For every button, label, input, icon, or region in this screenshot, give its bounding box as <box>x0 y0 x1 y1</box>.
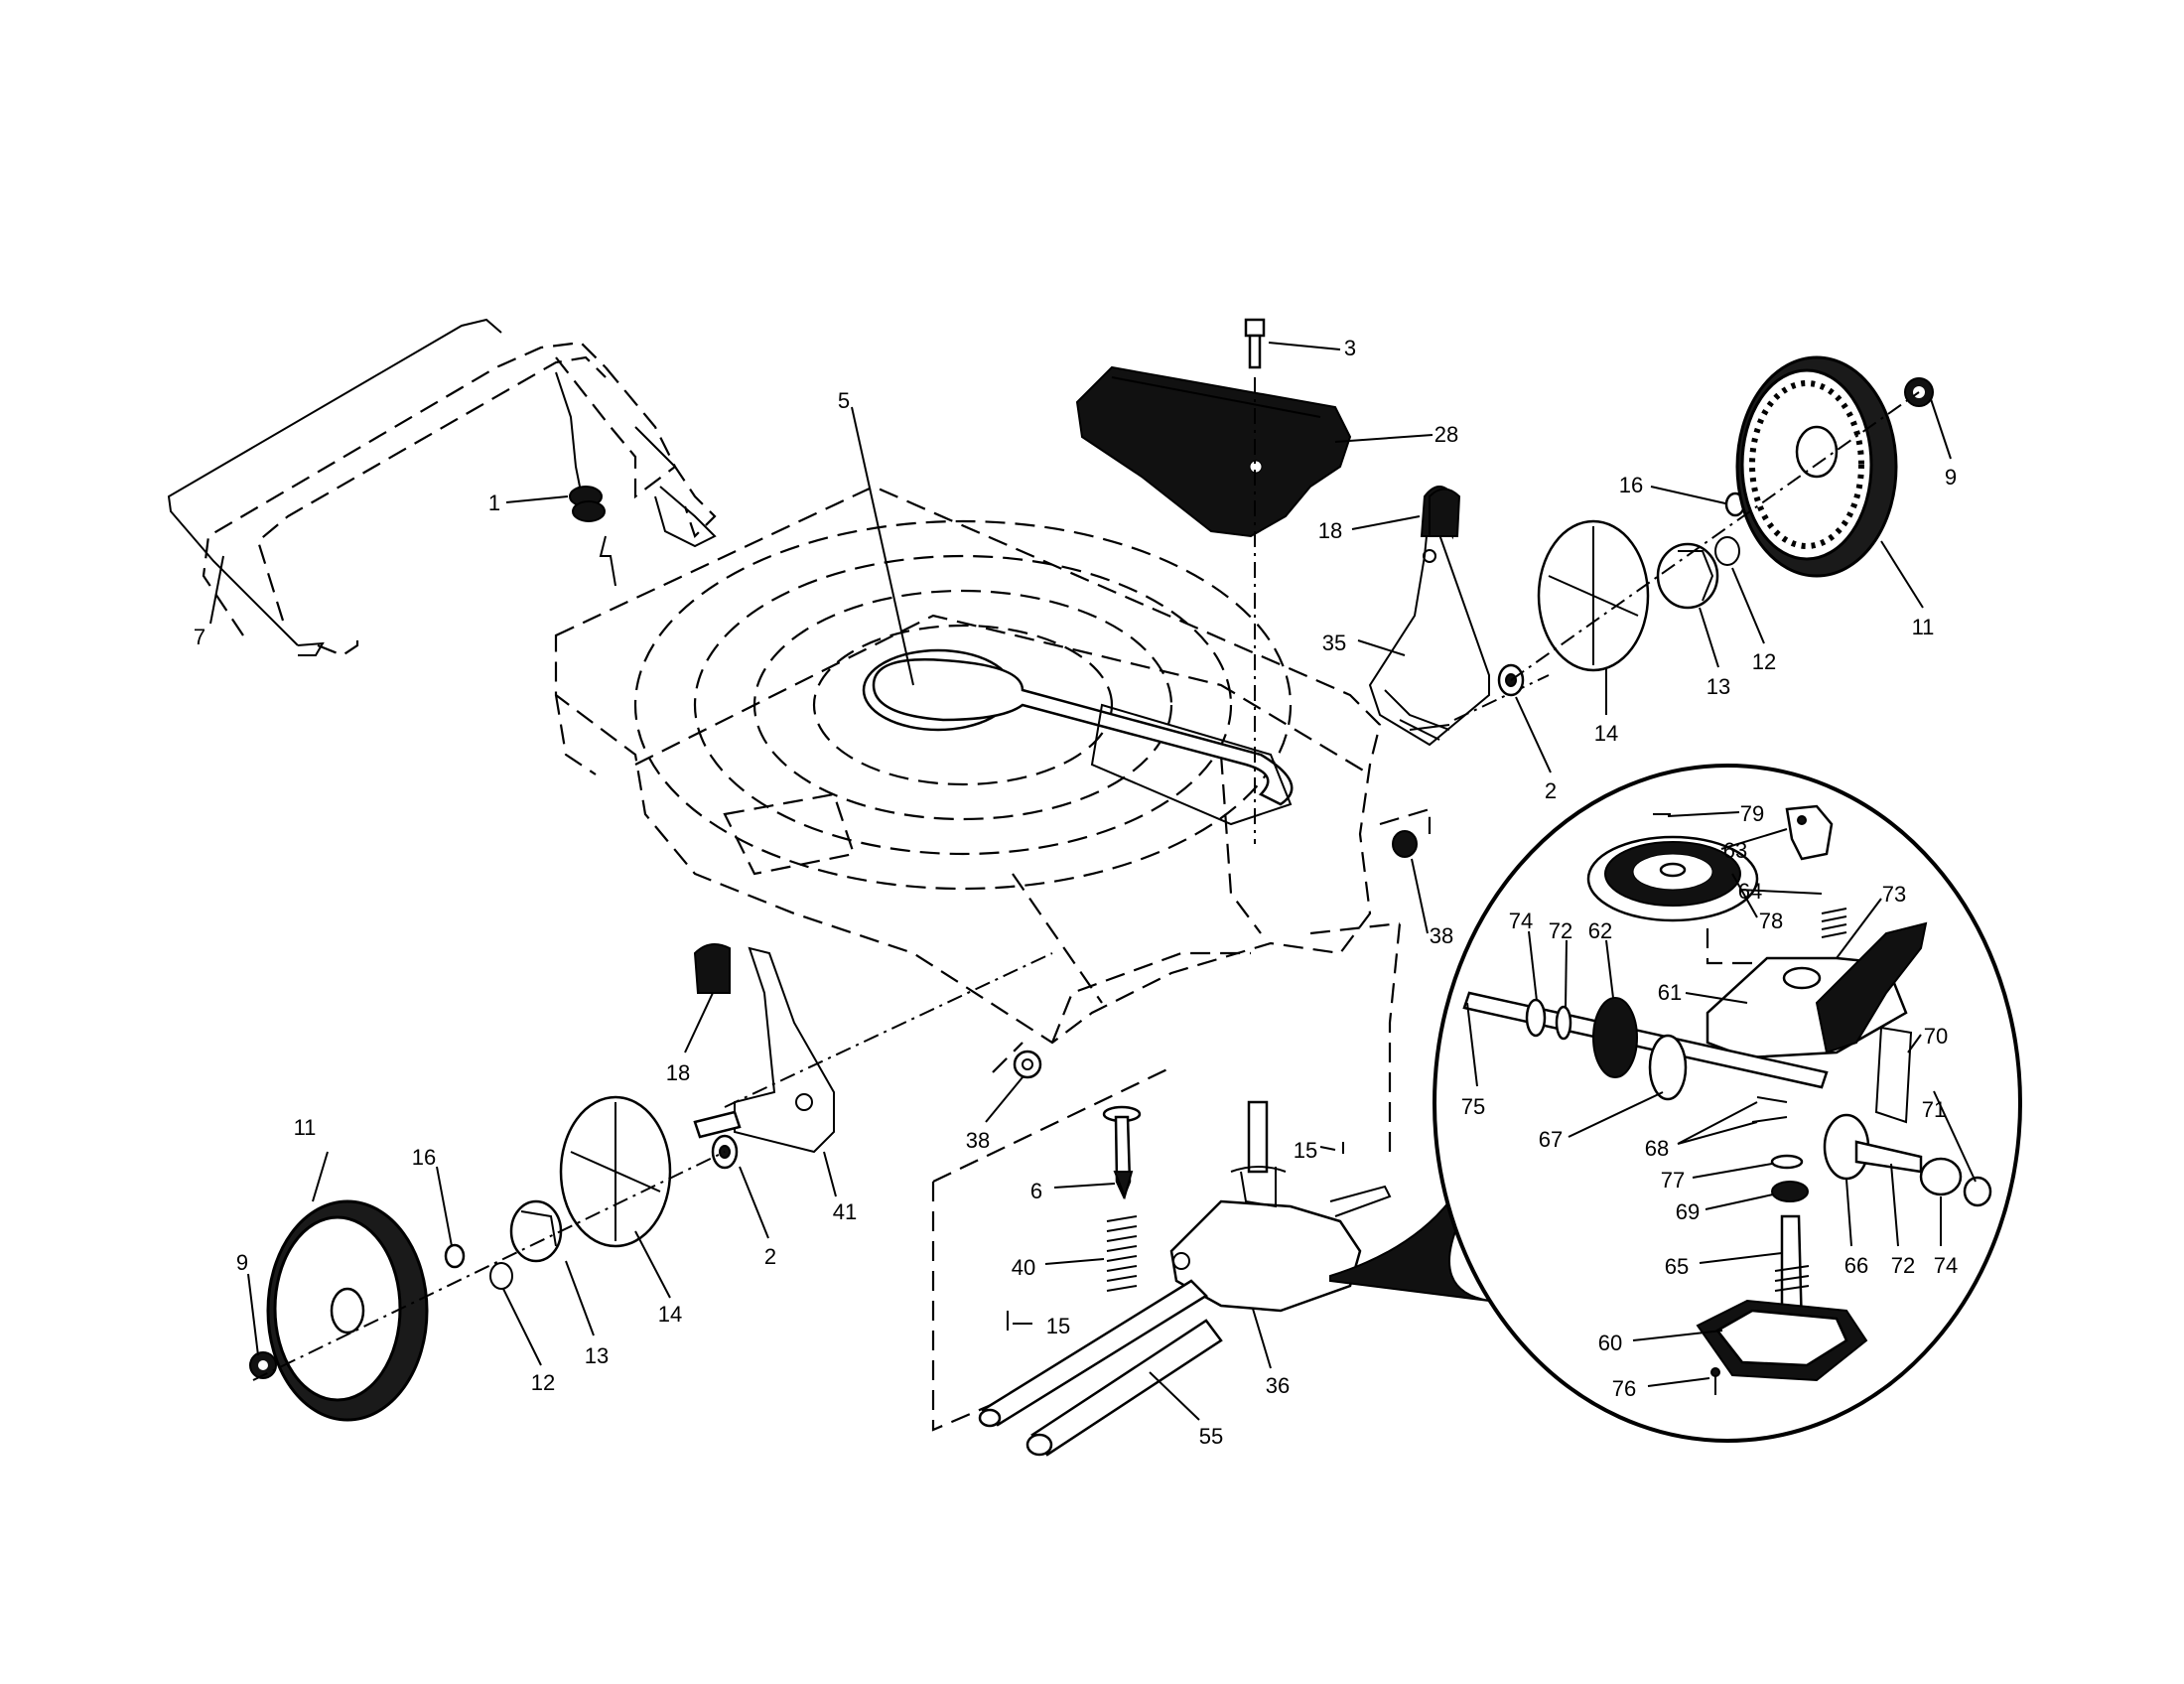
handle-assembly <box>167 318 717 657</box>
callout-41: 41 <box>833 1199 857 1224</box>
callout-72: 72 <box>1891 1253 1915 1278</box>
callout-68: 68 <box>1645 1136 1669 1161</box>
transmission-frame <box>931 921 1402 1432</box>
callout-73: 73 <box>1882 882 1906 907</box>
callout-65: 65 <box>1665 1254 1689 1279</box>
callout-14: 14 <box>658 1302 682 1327</box>
callout-74: 74 <box>1509 909 1533 933</box>
callout-55: 55 <box>1199 1424 1223 1449</box>
callout-9: 9 <box>1945 465 1957 490</box>
callout-63: 63 <box>1723 838 1747 863</box>
callout-28: 28 <box>1434 422 1458 447</box>
callout-7: 7 <box>194 625 205 649</box>
nut-38-right <box>1379 807 1432 858</box>
callout-15: 15 <box>1046 1314 1070 1338</box>
callout-38: 38 <box>966 1128 990 1153</box>
callout-40: 40 <box>1012 1255 1035 1280</box>
callout-9: 9 <box>236 1250 248 1275</box>
leader-lines <box>209 342 1977 1421</box>
callout-75: 75 <box>1461 1094 1485 1119</box>
cap-18-top <box>1429 488 1461 537</box>
callout-12: 12 <box>1752 649 1776 674</box>
callout-13: 13 <box>585 1343 609 1368</box>
callout-15: 15 <box>1294 1138 1317 1163</box>
callout-18: 18 <box>1318 518 1342 543</box>
mower-deck <box>554 485 1382 1045</box>
callout-71: 71 <box>1922 1097 1946 1122</box>
callout-11: 11 <box>294 1115 317 1140</box>
callout-12: 12 <box>531 1370 555 1395</box>
callout-70: 70 <box>1924 1024 1948 1049</box>
transmission-36 <box>978 1100 1392 1457</box>
belt-cover-28 <box>1075 318 1352 844</box>
detail-leader <box>1329 1199 1490 1302</box>
callout-1: 1 <box>488 491 500 515</box>
left-wheel-group <box>249 1095 739 1422</box>
callout-61: 61 <box>1658 980 1682 1005</box>
callout-79: 79 <box>1740 801 1764 826</box>
callout-72: 72 <box>1549 918 1572 943</box>
callout-13: 13 <box>1706 674 1730 699</box>
callout-2: 2 <box>1545 778 1557 803</box>
callout-35: 35 <box>1322 631 1346 655</box>
drive-belt <box>862 648 1294 826</box>
spring-part-1 <box>555 371 717 587</box>
right-wheel-bracket <box>1368 486 1550 747</box>
callout-78: 78 <box>1759 909 1783 933</box>
callout-60: 60 <box>1598 1331 1622 1355</box>
callout-74: 74 <box>1934 1253 1958 1278</box>
callout-2: 2 <box>764 1244 776 1269</box>
right-wheel-group <box>1497 355 1934 697</box>
callout-16: 16 <box>412 1145 436 1170</box>
callout-77: 77 <box>1661 1168 1685 1193</box>
pin-6-spring-40 <box>1007 1105 1344 1331</box>
callout-64: 64 <box>1738 879 1762 904</box>
nut-38-left <box>992 1042 1042 1079</box>
callout-14: 14 <box>1594 721 1618 746</box>
callout-38: 38 <box>1430 923 1453 948</box>
callout-67: 67 <box>1539 1127 1563 1152</box>
left-wheel-bracket <box>693 943 1053 1154</box>
callout-66: 66 <box>1844 1253 1868 1278</box>
callout-18: 18 <box>666 1060 690 1085</box>
callout-36: 36 <box>1266 1373 1290 1398</box>
callout-11: 11 <box>1912 615 1935 639</box>
callout-5: 5 <box>838 388 850 413</box>
callout-16: 16 <box>1619 473 1643 497</box>
callout-3: 3 <box>1344 336 1356 360</box>
callout-69: 69 <box>1676 1199 1700 1224</box>
callout-6: 6 <box>1030 1179 1042 1203</box>
callout-76: 76 <box>1612 1376 1636 1401</box>
transmission-detail-bubble <box>1433 764 2022 1443</box>
callout-62: 62 <box>1588 918 1612 943</box>
